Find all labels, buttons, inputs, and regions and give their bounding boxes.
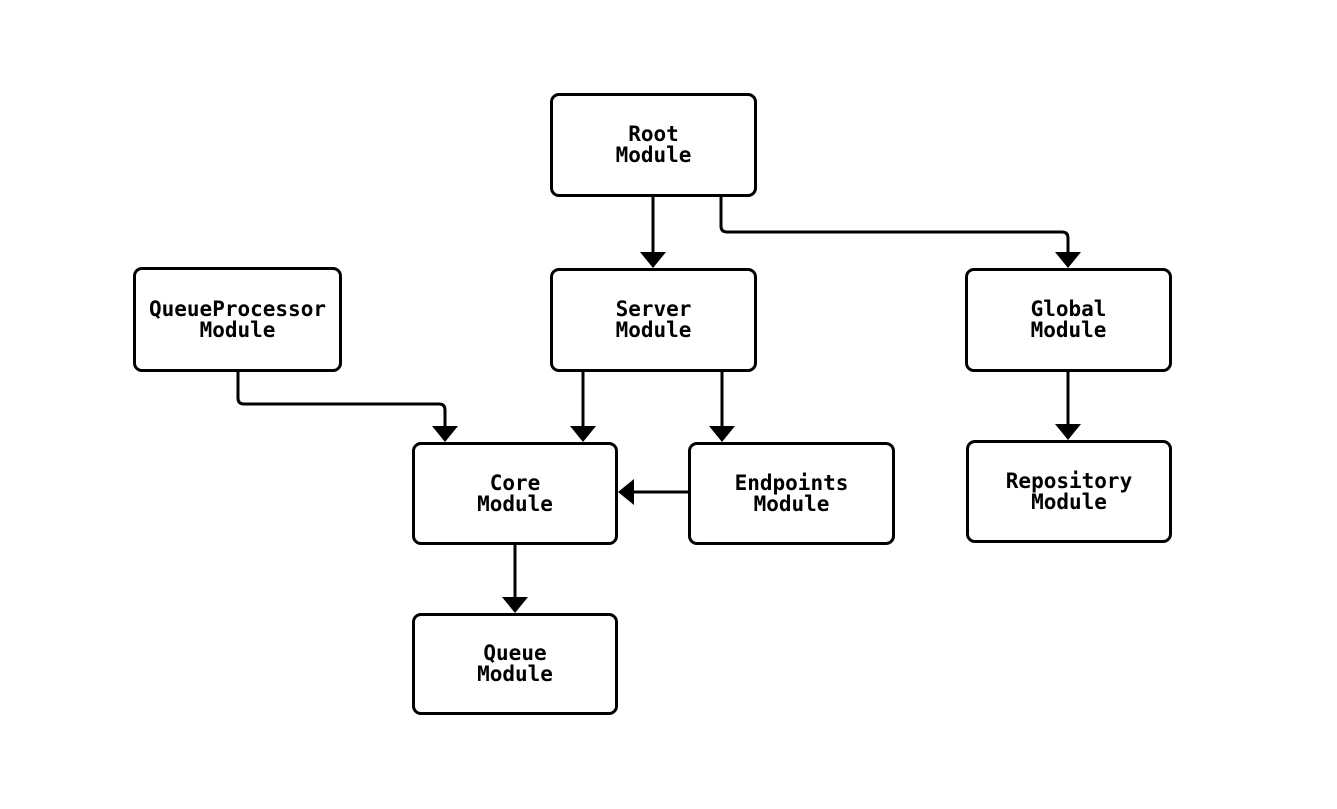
arrowhead-icon bbox=[432, 426, 458, 442]
arrowhead-icon bbox=[1055, 252, 1081, 268]
node-label-line: Queue bbox=[483, 641, 547, 665]
node-label-line: QueueProcessor bbox=[148, 296, 326, 321]
arrowhead-icon bbox=[1055, 424, 1081, 440]
node-label-line: Server bbox=[615, 297, 692, 321]
node-label-line: Module bbox=[1031, 489, 1107, 514]
arrowhead-icon bbox=[570, 426, 596, 442]
node-label-line: Module bbox=[615, 143, 692, 167]
arrowhead-icon bbox=[640, 252, 666, 268]
node-label-line: Module bbox=[615, 318, 692, 342]
node-label-line: Endpoints bbox=[734, 470, 849, 495]
edge-queueprocessor-core bbox=[236, 372, 447, 428]
arrowhead-icon bbox=[502, 597, 528, 613]
node-label-line: Module bbox=[199, 317, 276, 342]
arrowhead-icon bbox=[618, 479, 634, 505]
node-label-line: Repository bbox=[1005, 468, 1133, 493]
node-label-line: Module bbox=[1030, 318, 1107, 342]
node-label-line: Root bbox=[628, 122, 679, 146]
arrowhead-icon bbox=[709, 426, 735, 442]
node-label-line: Module bbox=[477, 662, 553, 686]
node-label-line: Global bbox=[1030, 297, 1107, 321]
node-label-line: Module bbox=[477, 491, 553, 516]
node-label-line: Core bbox=[489, 470, 541, 495]
edge-root-global bbox=[719, 197, 1070, 254]
node-label-line: Module bbox=[753, 491, 830, 516]
